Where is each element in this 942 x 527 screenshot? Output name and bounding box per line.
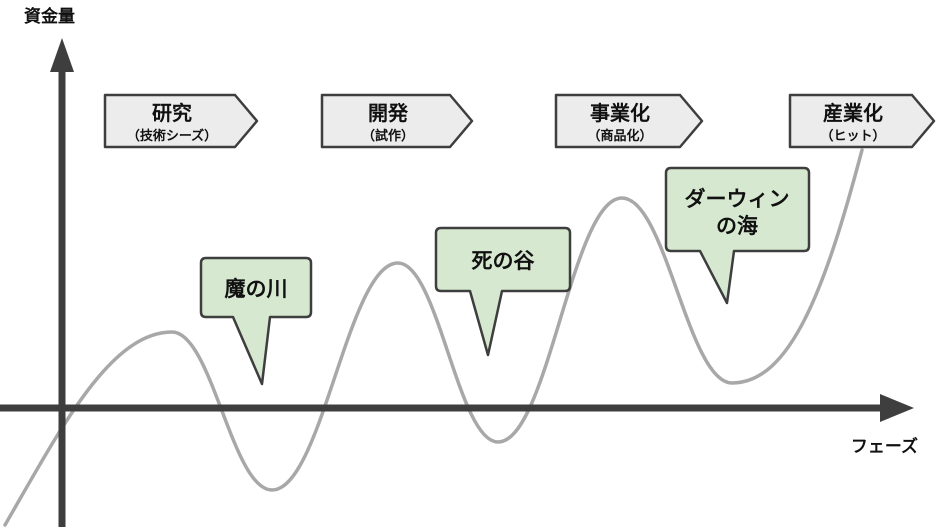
phase-sublabel: （ヒット） bbox=[820, 128, 885, 144]
phase-arrow-industrialization: 産業化 （ヒット） bbox=[788, 93, 936, 149]
phase-label: 開発 bbox=[368, 101, 409, 125]
phase-arrow-shape bbox=[103, 93, 259, 149]
phase-arrow-research: 研究 （技術シーズ） bbox=[103, 93, 259, 149]
phase-arrow-development: 開発 （試作） bbox=[320, 93, 474, 149]
phase-sublabel: （商品化） bbox=[587, 128, 652, 144]
phase-arrow-shape bbox=[788, 93, 936, 149]
phase-arrow-commercialization: 事業化 （商品化） bbox=[554, 93, 704, 149]
gap-bubble-devils-river: 魔の川 bbox=[199, 256, 313, 386]
phase-sublabel: （技術シーズ） bbox=[127, 128, 217, 144]
gap-bubble-shape bbox=[664, 166, 811, 305]
gap-bubble-label-line2: の海 bbox=[716, 214, 758, 238]
phase-sublabel: （試作） bbox=[362, 128, 414, 144]
phase-label: 事業化 bbox=[590, 101, 650, 125]
gap-bubble-label-line1: ダーウィン bbox=[685, 187, 790, 211]
phase-arrow-shape bbox=[320, 93, 474, 149]
gap-bubble-valley-of-death: 死の谷 bbox=[434, 226, 572, 357]
funding-curve bbox=[3, 148, 864, 527]
phase-arrow-shape bbox=[554, 93, 704, 149]
gap-bubble-label: 死の谷 bbox=[472, 249, 536, 273]
x-axis-label: フェーズ bbox=[851, 436, 918, 457]
gap-bubble-shape bbox=[199, 256, 313, 386]
x-axis-arrowhead bbox=[880, 394, 914, 422]
y-axis-arrowhead bbox=[50, 38, 74, 72]
phase-label: 研究 bbox=[152, 101, 192, 125]
phase-label: 産業化 bbox=[823, 101, 883, 125]
gap-bubble-shape bbox=[434, 226, 572, 357]
y-axis-label: 資金量 bbox=[24, 6, 75, 27]
gap-bubble-label: 魔の川 bbox=[225, 277, 288, 301]
gap-bubble-darwinian-sea: ダーウィン の海 bbox=[664, 166, 811, 305]
